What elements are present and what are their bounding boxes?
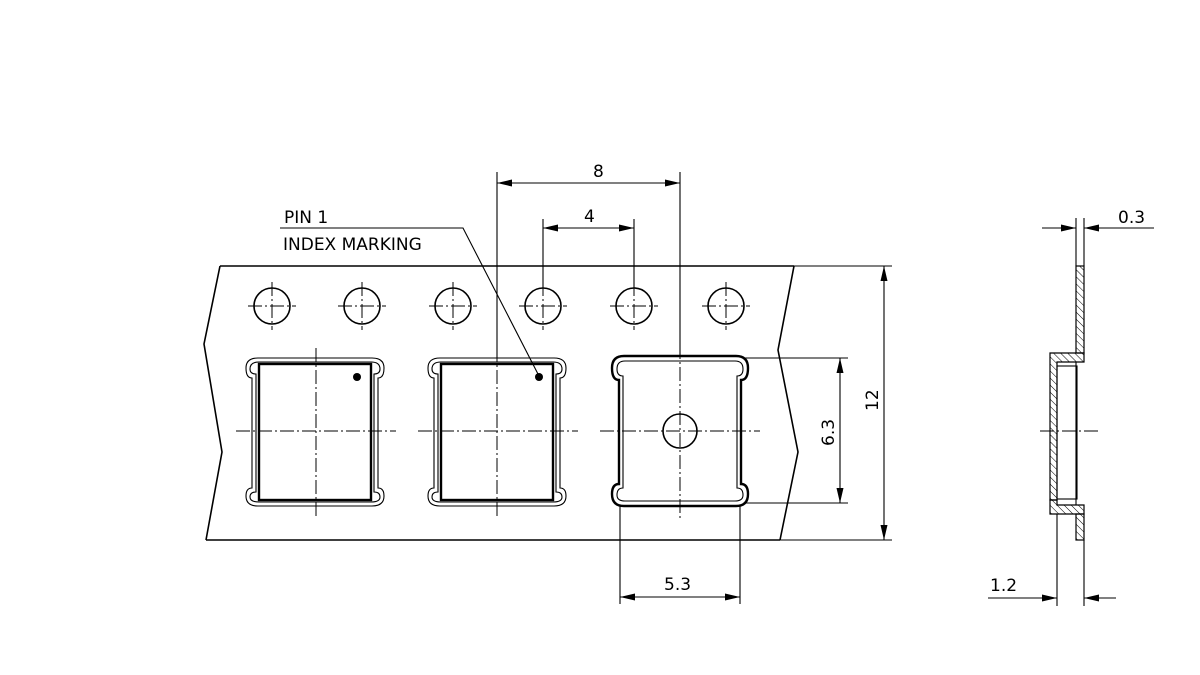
pin1-label-line1: PIN 1 xyxy=(284,208,328,228)
dim-hole-pitch-label: 4 xyxy=(584,207,595,227)
sprocket-holes xyxy=(248,282,750,330)
pin1-label-line2: INDEX MARKING xyxy=(283,235,422,255)
dim-width-label: 12 xyxy=(863,389,883,411)
pocket-3 xyxy=(600,345,760,518)
sprocket-hole xyxy=(610,282,658,330)
component-body xyxy=(439,362,555,502)
pin1-dot xyxy=(535,373,543,381)
component-body xyxy=(257,362,373,502)
dim-pocket-width: 5.3 xyxy=(619,506,741,604)
side-view xyxy=(1040,265,1098,541)
sprocket-hole xyxy=(338,282,386,330)
tape-outline xyxy=(203,265,799,541)
pocket-2 xyxy=(418,348,578,516)
dim-pitch-label: 8 xyxy=(593,162,604,182)
pin1-dot xyxy=(353,373,361,381)
dim-thickness-label: 0.3 xyxy=(1118,208,1145,228)
sprocket-hole xyxy=(519,282,567,330)
dim-pitch: 8 xyxy=(496,162,681,358)
pin1-callout: PIN 1 INDEX MARKING xyxy=(280,208,540,377)
dim-pocket-width-label: 5.3 xyxy=(664,575,691,595)
dim-pocket-height: 6.3 xyxy=(744,357,848,504)
sprocket-hole xyxy=(248,282,296,330)
dim-width: 12 xyxy=(780,265,892,541)
pocket-1 xyxy=(236,348,396,516)
sprocket-hole xyxy=(429,282,477,330)
dim-thickness: 0.3 xyxy=(1042,208,1154,266)
dim-pocket-height-label: 6.3 xyxy=(819,419,839,446)
sprocket-hole xyxy=(702,282,750,330)
dim-depth-label: 1.2 xyxy=(990,576,1017,596)
dim-depth: 1.2 xyxy=(988,514,1116,606)
dim-hole-pitch: 4 xyxy=(542,207,635,288)
